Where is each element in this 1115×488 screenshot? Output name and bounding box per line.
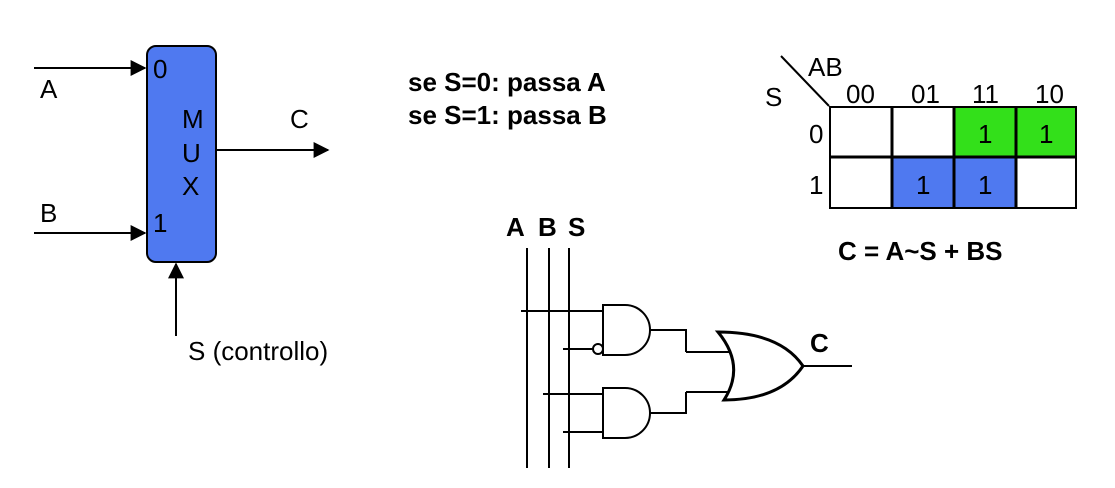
circuit-input-a: A [506,212,525,242]
kmap-row-header: 1 [809,170,823,200]
kmap-col-header: 01 [911,79,940,109]
kmap-cell [892,107,954,157]
kmap-col-header: 11 [972,79,999,109]
mux-letter-x: X [182,171,199,201]
kmap-col-var: AB [808,52,843,82]
karnaugh-map: AB S 00 01 11 10 0 1 1 1 1 1 C = A~S + B… [765,52,1077,266]
kmap-cell [830,107,892,157]
or-gate [714,330,805,402]
control-label: S (controllo) [188,336,328,366]
input-a-label: A [40,74,58,104]
input-b-label: B [40,198,57,228]
mux-letter-u: U [182,138,201,168]
rule-s0: se S=0: passa A [408,67,606,97]
kmap-cell-blue [892,157,954,208]
and-gate-top [602,304,651,356]
circuit-output-c: C [810,328,829,358]
and2-to-or-wire [650,392,687,414]
kmap-cell [830,157,892,208]
and1-to-or-wire [650,329,687,352]
kmap-cell [1016,157,1076,208]
gate-circuit: A B S C [506,212,852,468]
kmap-row-header: 0 [809,119,823,149]
kmap-cell-green [1016,107,1076,157]
mux-box [146,45,217,263]
rules-text: se S=0: passa A se S=1: passa B [408,67,607,130]
port-0-label: 0 [153,54,167,84]
kmap-cell-green [954,107,1016,157]
mux-letter-m: M [182,104,204,134]
circuit-input-b: B [538,212,557,242]
circuit-input-s: S [568,212,585,242]
kmap-cell-value: 1 [916,170,930,200]
kmap-cell-blue [954,157,1016,208]
kmap-diagonal [780,55,830,107]
rule-s1: se S=1: passa B [408,100,607,130]
not-bubble [592,343,604,355]
kmap-cell-value: 1 [1039,119,1053,149]
port-1-label: 1 [153,208,167,238]
output-c-label: C [290,104,309,134]
and-gate-bottom [602,387,651,439]
kmap-row-var: S [765,82,782,112]
kmap-col-header: 10 [1035,79,1064,109]
kmap-equation: C = A~S + BS [838,236,1003,266]
kmap-cell-value: 1 [978,170,992,200]
kmap-cell-value: 1 [978,119,992,149]
kmap-col-header: 00 [846,79,875,109]
mux-diagram: A 0 B 1 M U X C S (controllo) [34,45,330,366]
